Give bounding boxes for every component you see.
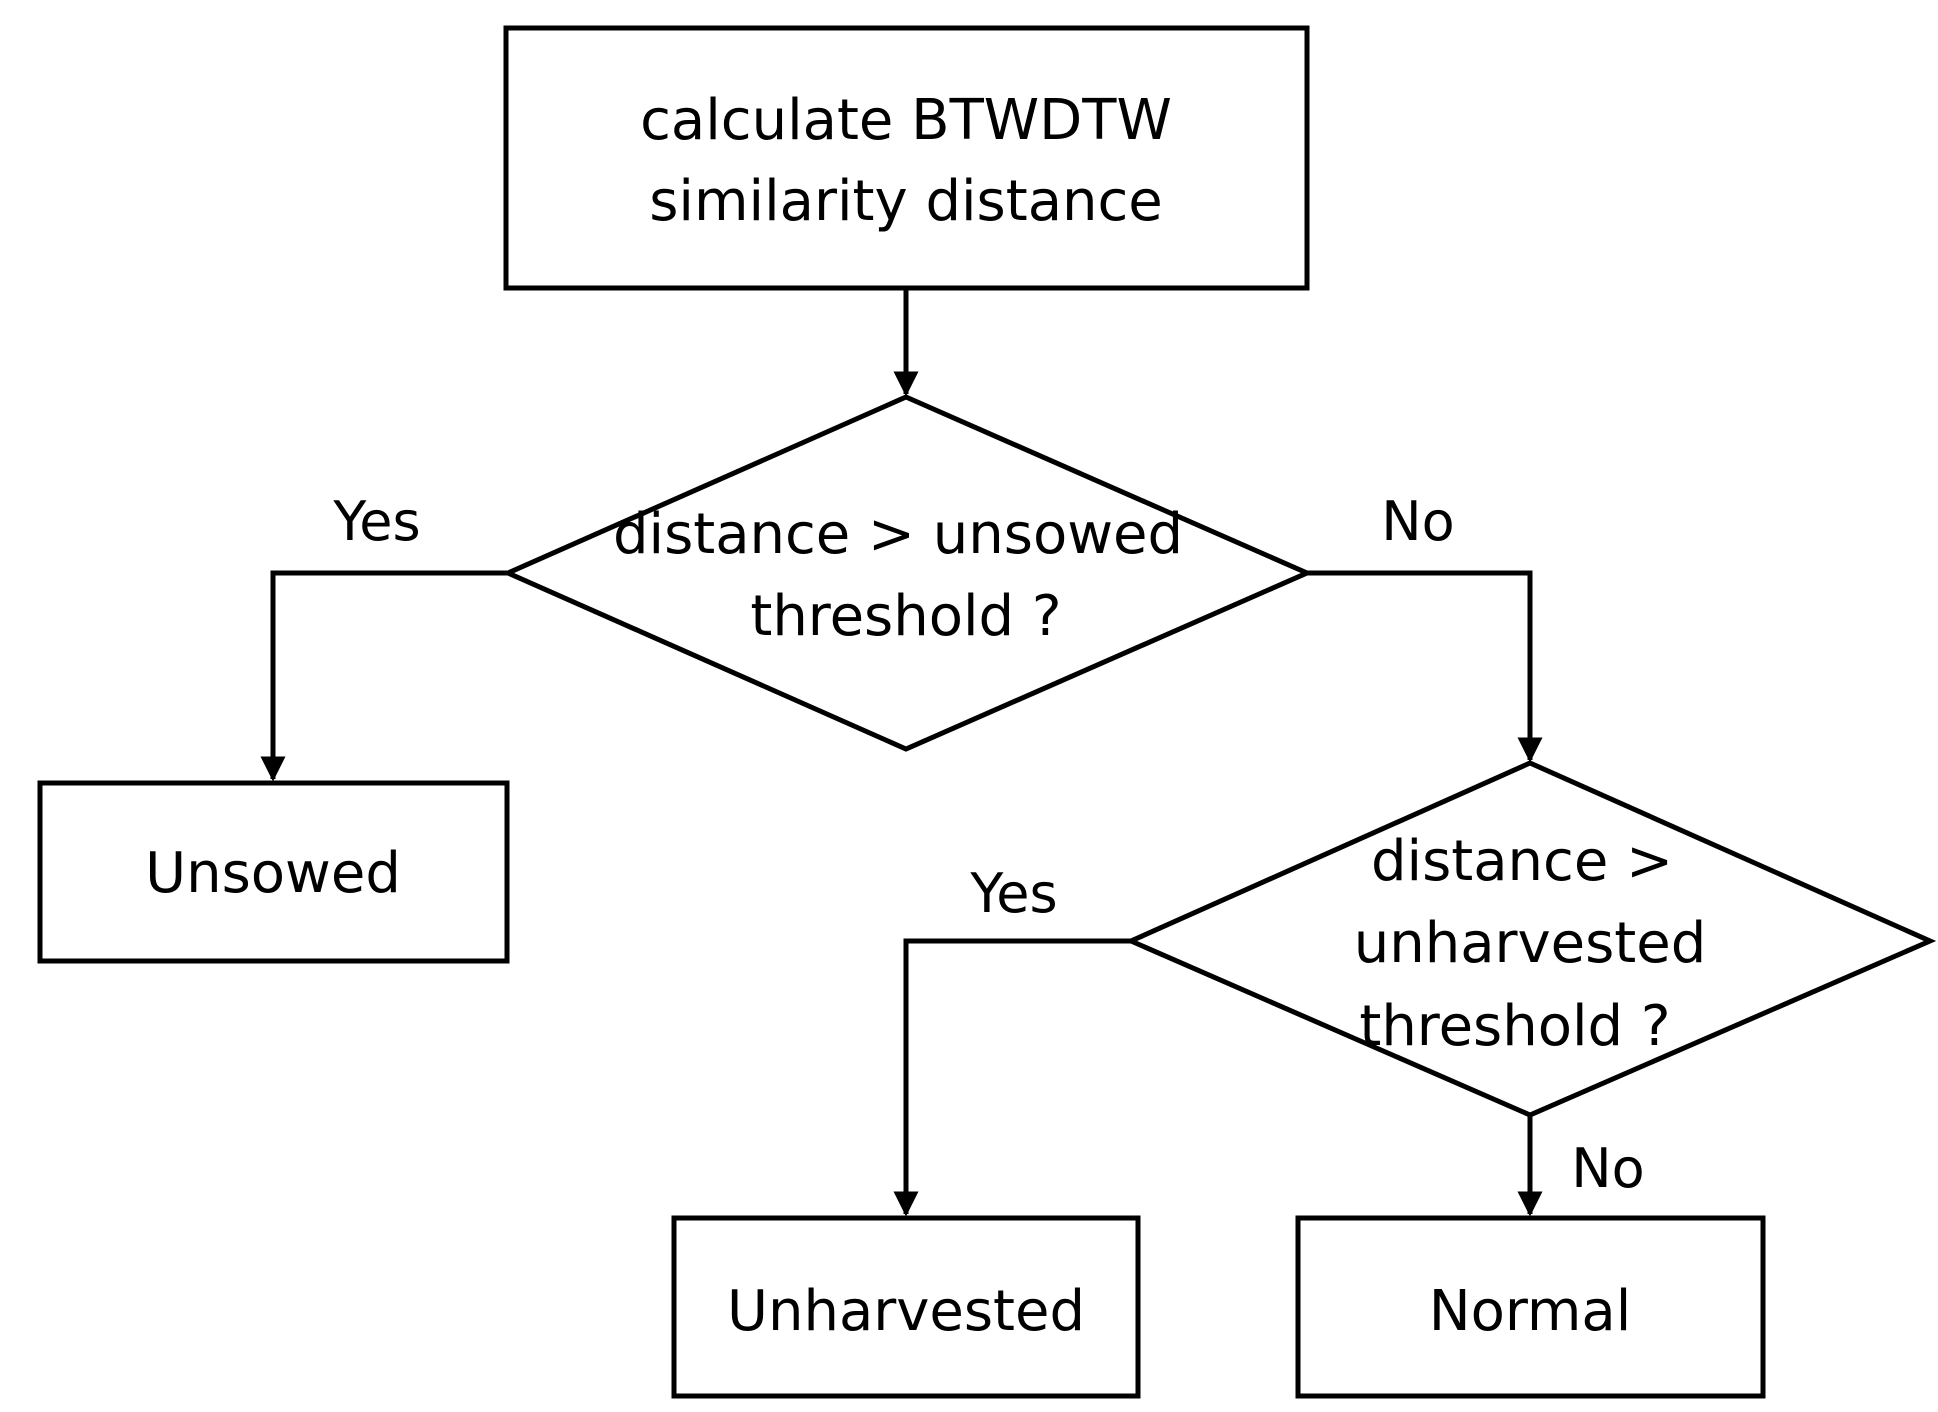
decision2-node: distance > unharvested threshold ? — [1124, 760, 1937, 1118]
edge-decision1-no — [1307, 570, 1543, 763]
unsowed-label: Unsowed — [145, 841, 401, 906]
connectors — [260, 288, 1543, 1217]
unharvested-node: Unharvested — [671, 1215, 1141, 1399]
start-node: calculate BTWDTW similarity distance — [503, 25, 1310, 291]
normal-label: Normal — [1429, 1279, 1632, 1344]
unharvested-label: Unharvested — [727, 1279, 1085, 1344]
unsowed-node: Unsowed — [37, 780, 510, 964]
decision1-node: distance > unsowed threshold ? — [501, 394, 1314, 752]
normal-node: Normal — [1295, 1215, 1766, 1399]
edge-decision2-yes — [893, 938, 1131, 1217]
edge-label-d2-yes: Yes — [969, 862, 1057, 925]
edge-decision1-yes — [260, 570, 508, 782]
start-node-line2: similarity distance — [649, 169, 1163, 234]
decision2-line1: distance > — [1371, 829, 1673, 894]
decision2-line3: threshold ? — [1359, 994, 1670, 1059]
edge-label-d1-no: No — [1381, 490, 1454, 553]
edge-label-d2-no: No — [1571, 1137, 1644, 1200]
edge-label-d1-yes: Yes — [332, 490, 420, 553]
decision1-line2: threshold ? — [750, 584, 1061, 649]
decision2-line2: unharvested — [1354, 911, 1707, 976]
decision1-line1: distance > unsowed — [613, 502, 1183, 567]
start-node-line1: calculate BTWDTW — [640, 88, 1172, 153]
